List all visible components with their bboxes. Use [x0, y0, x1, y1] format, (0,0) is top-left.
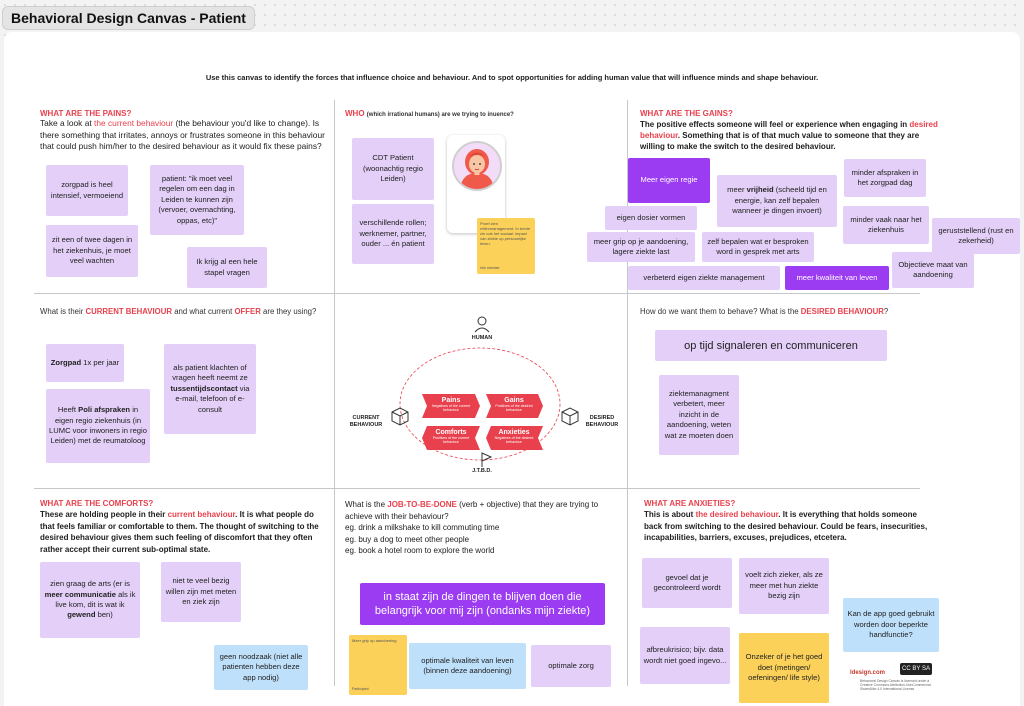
gains-sticky[interactable]: verbeterd eigen ziekte management — [628, 266, 780, 290]
gains-sticky[interactable]: eigen dosier vormen — [605, 206, 697, 230]
grid-divider — [627, 100, 628, 686]
gains-sticky[interactable]: meer grip op je aandoening, lagere ziekt… — [587, 232, 695, 262]
frame-title[interactable]: Behavioral Design Canvas - Patient — [2, 6, 255, 30]
anxieties-description: This is about the desired behaviour. It … — [644, 510, 928, 543]
persona-card[interactable] — [447, 135, 505, 233]
anxieties-heading: WHAT ARE ANXIETIES? — [644, 499, 736, 508]
jtbd-sticky[interactable]: optimale zorg — [531, 645, 611, 687]
pains-arrow — [422, 394, 480, 418]
grid-divider — [34, 293, 920, 294]
comforts-description: These are holding people in their curren… — [40, 510, 319, 554]
pains-sticky[interactable]: patient: "ik moet veel regelen om een da… — [150, 165, 244, 235]
flag-icon — [481, 452, 493, 467]
gains-arrow — [486, 394, 543, 418]
anxieties-arrow — [486, 426, 543, 450]
current-sticky[interactable]: Heeft Poli afspraken in eigen regio ziek… — [46, 389, 150, 463]
who-note[interactable]: Proef zien reflexmanagement. In brede zi… — [477, 218, 535, 274]
anxieties-sticky[interactable]: voelt zich zieker, als ze meer met hun z… — [739, 558, 829, 614]
current-behaviour-label: CURRENT BEHAVIOUR — [349, 415, 383, 428]
who-sticky[interactable]: CDT Patient (woonachtig regio Leiden) — [352, 138, 434, 200]
jtbd-sticky[interactable]: optimale kwaliteit van leven (binnen dez… — [409, 643, 526, 689]
gains-heading: WHAT ARE THE GAINS? — [640, 109, 733, 118]
gains-sticky[interactable]: minder afspraken in het zorgpad dag — [844, 159, 926, 197]
jtbd-label: J.T.B.D. — [472, 468, 492, 474]
gains-sticky[interactable]: zelf bepalen wat er besproken word in ge… — [702, 232, 814, 262]
pains-heading: WHAT ARE THE PAINS? — [40, 109, 132, 118]
comforts-sticky[interactable]: niet te veel bezig willen zijn met meten… — [161, 562, 241, 622]
comforts-heading: WHAT ARE THE COMFORTS? — [40, 499, 154, 508]
pains-description: Take a look at the current behaviour (th… — [40, 118, 325, 152]
comforts-arrow — [422, 426, 480, 450]
anxieties-sticky[interactable]: Onzeker of je het goed doet (metingen/ o… — [739, 633, 829, 703]
jtbd-examples: eg. drink a milkshake to kill commuting … — [345, 523, 500, 556]
persona-avatar-icon — [452, 141, 502, 191]
jtbd-question: What is the JOB-TO-BE-DONE (verb + objec… — [345, 500, 599, 521]
gains-sticky[interactable]: Objectieve maat van aandoening — [892, 252, 974, 288]
gains-sticky[interactable]: Meer eigen regie — [628, 158, 710, 203]
jtbd-note[interactable]: Meer grip op aandoening Participant — [349, 635, 407, 695]
desired-behaviour-cube-icon — [561, 407, 579, 426]
current-sticky[interactable]: Zorgpad 1x per jaar — [46, 344, 124, 382]
gains-sticky[interactable]: meer vrijheid (scheeld tijd en energie, … — [717, 175, 837, 227]
cc-license-badge: CC BY SA — [900, 663, 932, 675]
footer-logo: ldesign.com — [850, 670, 886, 676]
behaviour-forces-diagram: HUMAN CURRENT BEHAVIOUR DESIRED BEHAVIOU… — [334, 314, 627, 479]
desired-behaviour-question: How do we want them to behave? What is t… — [640, 307, 889, 316]
current-behaviour-cube-icon — [391, 407, 409, 426]
grid-divider — [334, 100, 335, 686]
who-sticky[interactable]: verschillende rollen; werknemer, partner… — [352, 204, 434, 264]
human-icon — [474, 316, 490, 333]
comforts-sticky[interactable]: zien graag de arts (er is meer communica… — [40, 562, 140, 638]
desired-behaviour-label: DESIRED BEHAVIOUR — [585, 415, 619, 428]
jtbd-sticky[interactable]: in staat zijn de dingen te blijven doen … — [360, 583, 605, 625]
anxieties-sticky[interactable]: gevoel dat je gecontroleerd wordt — [642, 558, 732, 608]
gains-sticky[interactable]: minder vaak naar het ziekenhuis — [843, 206, 929, 244]
grid-divider — [34, 488, 920, 489]
anxieties-sticky[interactable]: afbreukrisico; bijv. data wordt niet goe… — [640, 627, 730, 684]
human-label: HUMAN — [471, 335, 493, 341]
comforts-sticky[interactable]: geen noodzaak (niet alle patienten hebbe… — [214, 645, 308, 690]
who-heading: WHO (which irrational humans) are we try… — [345, 109, 514, 118]
canvas-board: Use this canvas to identify the forces t… — [4, 32, 1020, 706]
gains-sticky[interactable]: meer kwaliteit van leven — [785, 266, 889, 290]
pains-sticky[interactable]: zit een of twee dagen in het ziekenhuis,… — [46, 225, 138, 277]
pains-sticky[interactable]: Ik krijg al een hele stapel vragen — [187, 247, 267, 288]
license-text: Behavioral Design Canvas is licensed und… — [860, 679, 932, 692]
desired-sticky[interactable]: op tijd signaleren en communiceren — [655, 330, 887, 361]
desired-sticky[interactable]: ziektemanagment verbetert, meer inzicht … — [659, 375, 739, 455]
current-behaviour-question: What is their CURRENT BEHAVIOUR and what… — [40, 307, 317, 316]
current-sticky[interactable]: als patient klachten of vragen heeft nee… — [164, 344, 256, 434]
canvas-intro: Use this canvas to identify the forces t… — [205, 73, 819, 82]
gains-sticky[interactable]: geruststellend (rust en zekerheid) — [932, 218, 1020, 254]
gains-description: The positive effects someone will feel o… — [640, 120, 938, 151]
pains-sticky[interactable]: zorgpad is heel intensief, vermoeiend — [46, 165, 128, 216]
anxieties-sticky[interactable]: Kan de app goed gebruikt worden door bep… — [843, 598, 939, 652]
